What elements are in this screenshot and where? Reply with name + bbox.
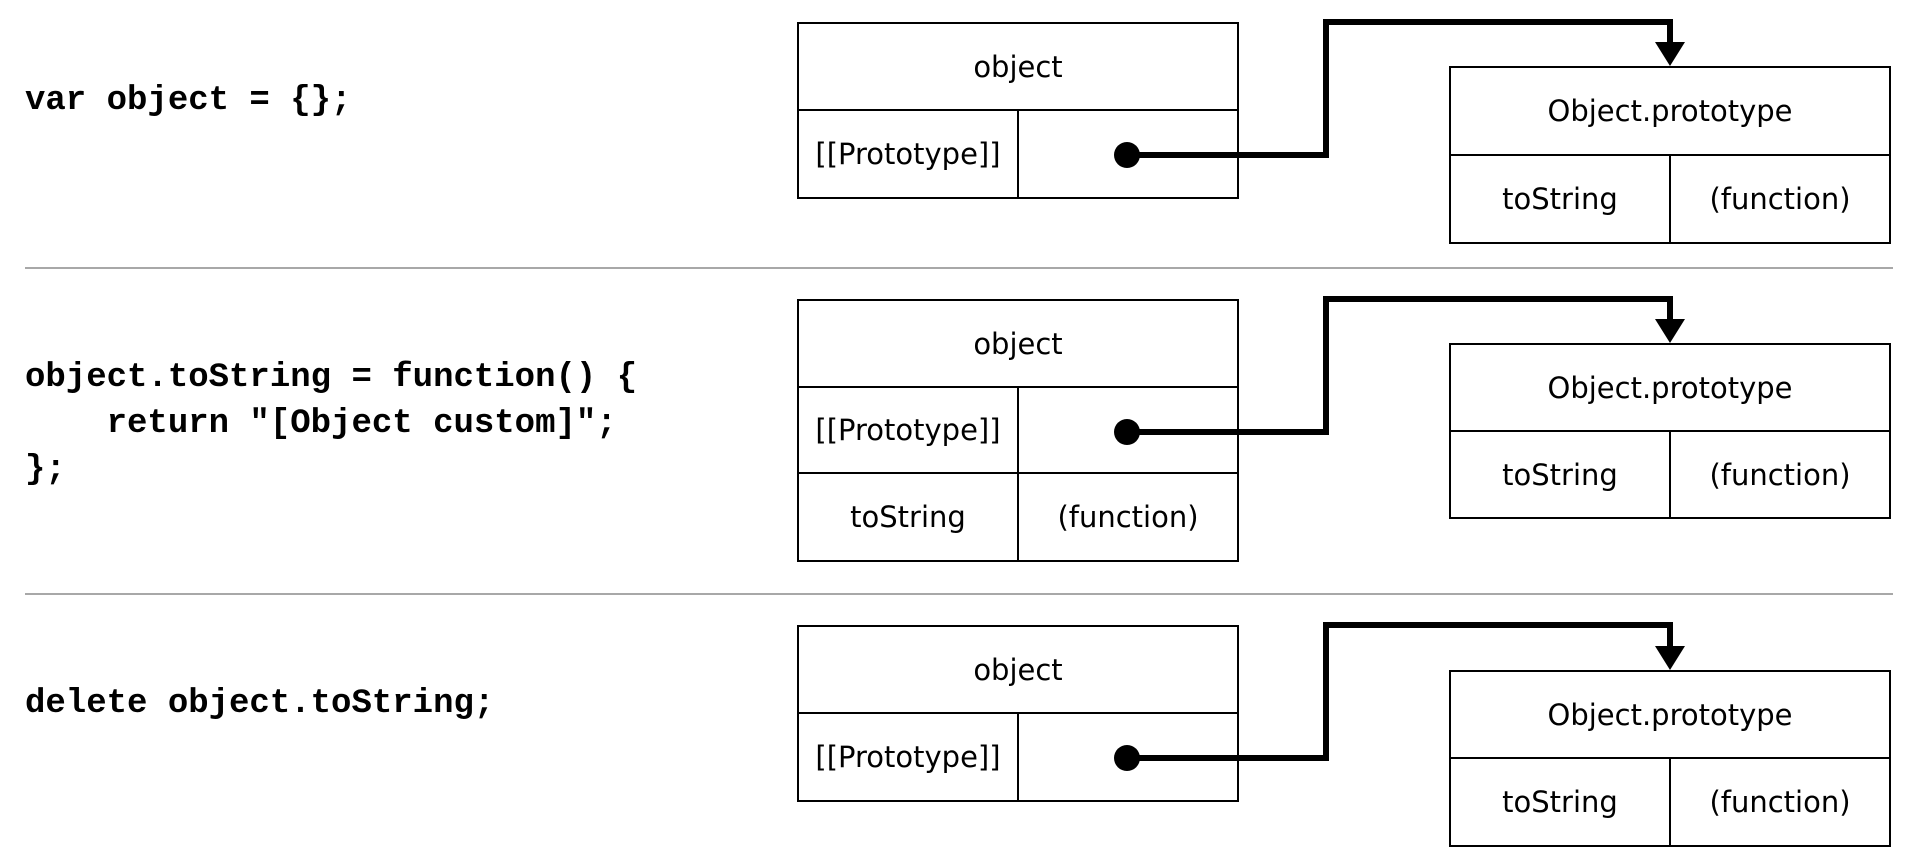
arrowhead-icon bbox=[1655, 42, 1685, 66]
prototype-title: Object.prototype bbox=[1449, 670, 1891, 759]
arrowhead-icon bbox=[1655, 319, 1685, 343]
object-prototype-box-3: Object.prototype toString (function) bbox=[1449, 670, 1891, 847]
section-divider bbox=[25, 267, 1893, 269]
prototype-pointer-cell bbox=[1017, 712, 1239, 802]
object-box-2: object [[Prototype]] toString (function) bbox=[797, 299, 1239, 562]
prototype-pointer-cell bbox=[1017, 109, 1239, 199]
prototype-key-cell: [[Prototype]] bbox=[797, 386, 1019, 474]
object-prototype-box-1: Object.prototype toString (function) bbox=[1449, 66, 1891, 244]
own-tostring-value-cell: (function) bbox=[1017, 472, 1239, 562]
tostring-value-cell: (function) bbox=[1669, 430, 1891, 519]
prototype-pointer-cell bbox=[1017, 386, 1239, 474]
object-title: object bbox=[797, 299, 1239, 388]
tostring-key-cell: toString bbox=[1449, 430, 1671, 519]
tostring-value-cell: (function) bbox=[1669, 154, 1891, 244]
prototype-key-cell: [[Prototype]] bbox=[797, 712, 1019, 802]
prototype-title: Object.prototype bbox=[1449, 66, 1891, 156]
object-box-3: object [[Prototype]] bbox=[797, 625, 1239, 802]
code-snippet-create-object: var object = {}; bbox=[25, 82, 352, 120]
object-box-1: object [[Prototype]] bbox=[797, 22, 1239, 199]
prototype-key-cell: [[Prototype]] bbox=[797, 109, 1019, 199]
section-divider bbox=[25, 593, 1893, 595]
prototype-title: Object.prototype bbox=[1449, 343, 1891, 432]
code-snippet-assign-tostring: object.toString = function() { return "[… bbox=[25, 359, 638, 489]
object-title: object bbox=[797, 22, 1239, 111]
tostring-key-cell: toString bbox=[1449, 154, 1671, 244]
code-snippet-delete-tostring: delete object.toString; bbox=[25, 685, 495, 723]
tostring-key-cell: toString bbox=[1449, 757, 1671, 847]
arrowhead-icon bbox=[1655, 646, 1685, 670]
tostring-value-cell: (function) bbox=[1669, 757, 1891, 847]
own-tostring-key-cell: toString bbox=[797, 472, 1019, 562]
object-prototype-box-2: Object.prototype toString (function) bbox=[1449, 343, 1891, 519]
object-title: object bbox=[797, 625, 1239, 714]
